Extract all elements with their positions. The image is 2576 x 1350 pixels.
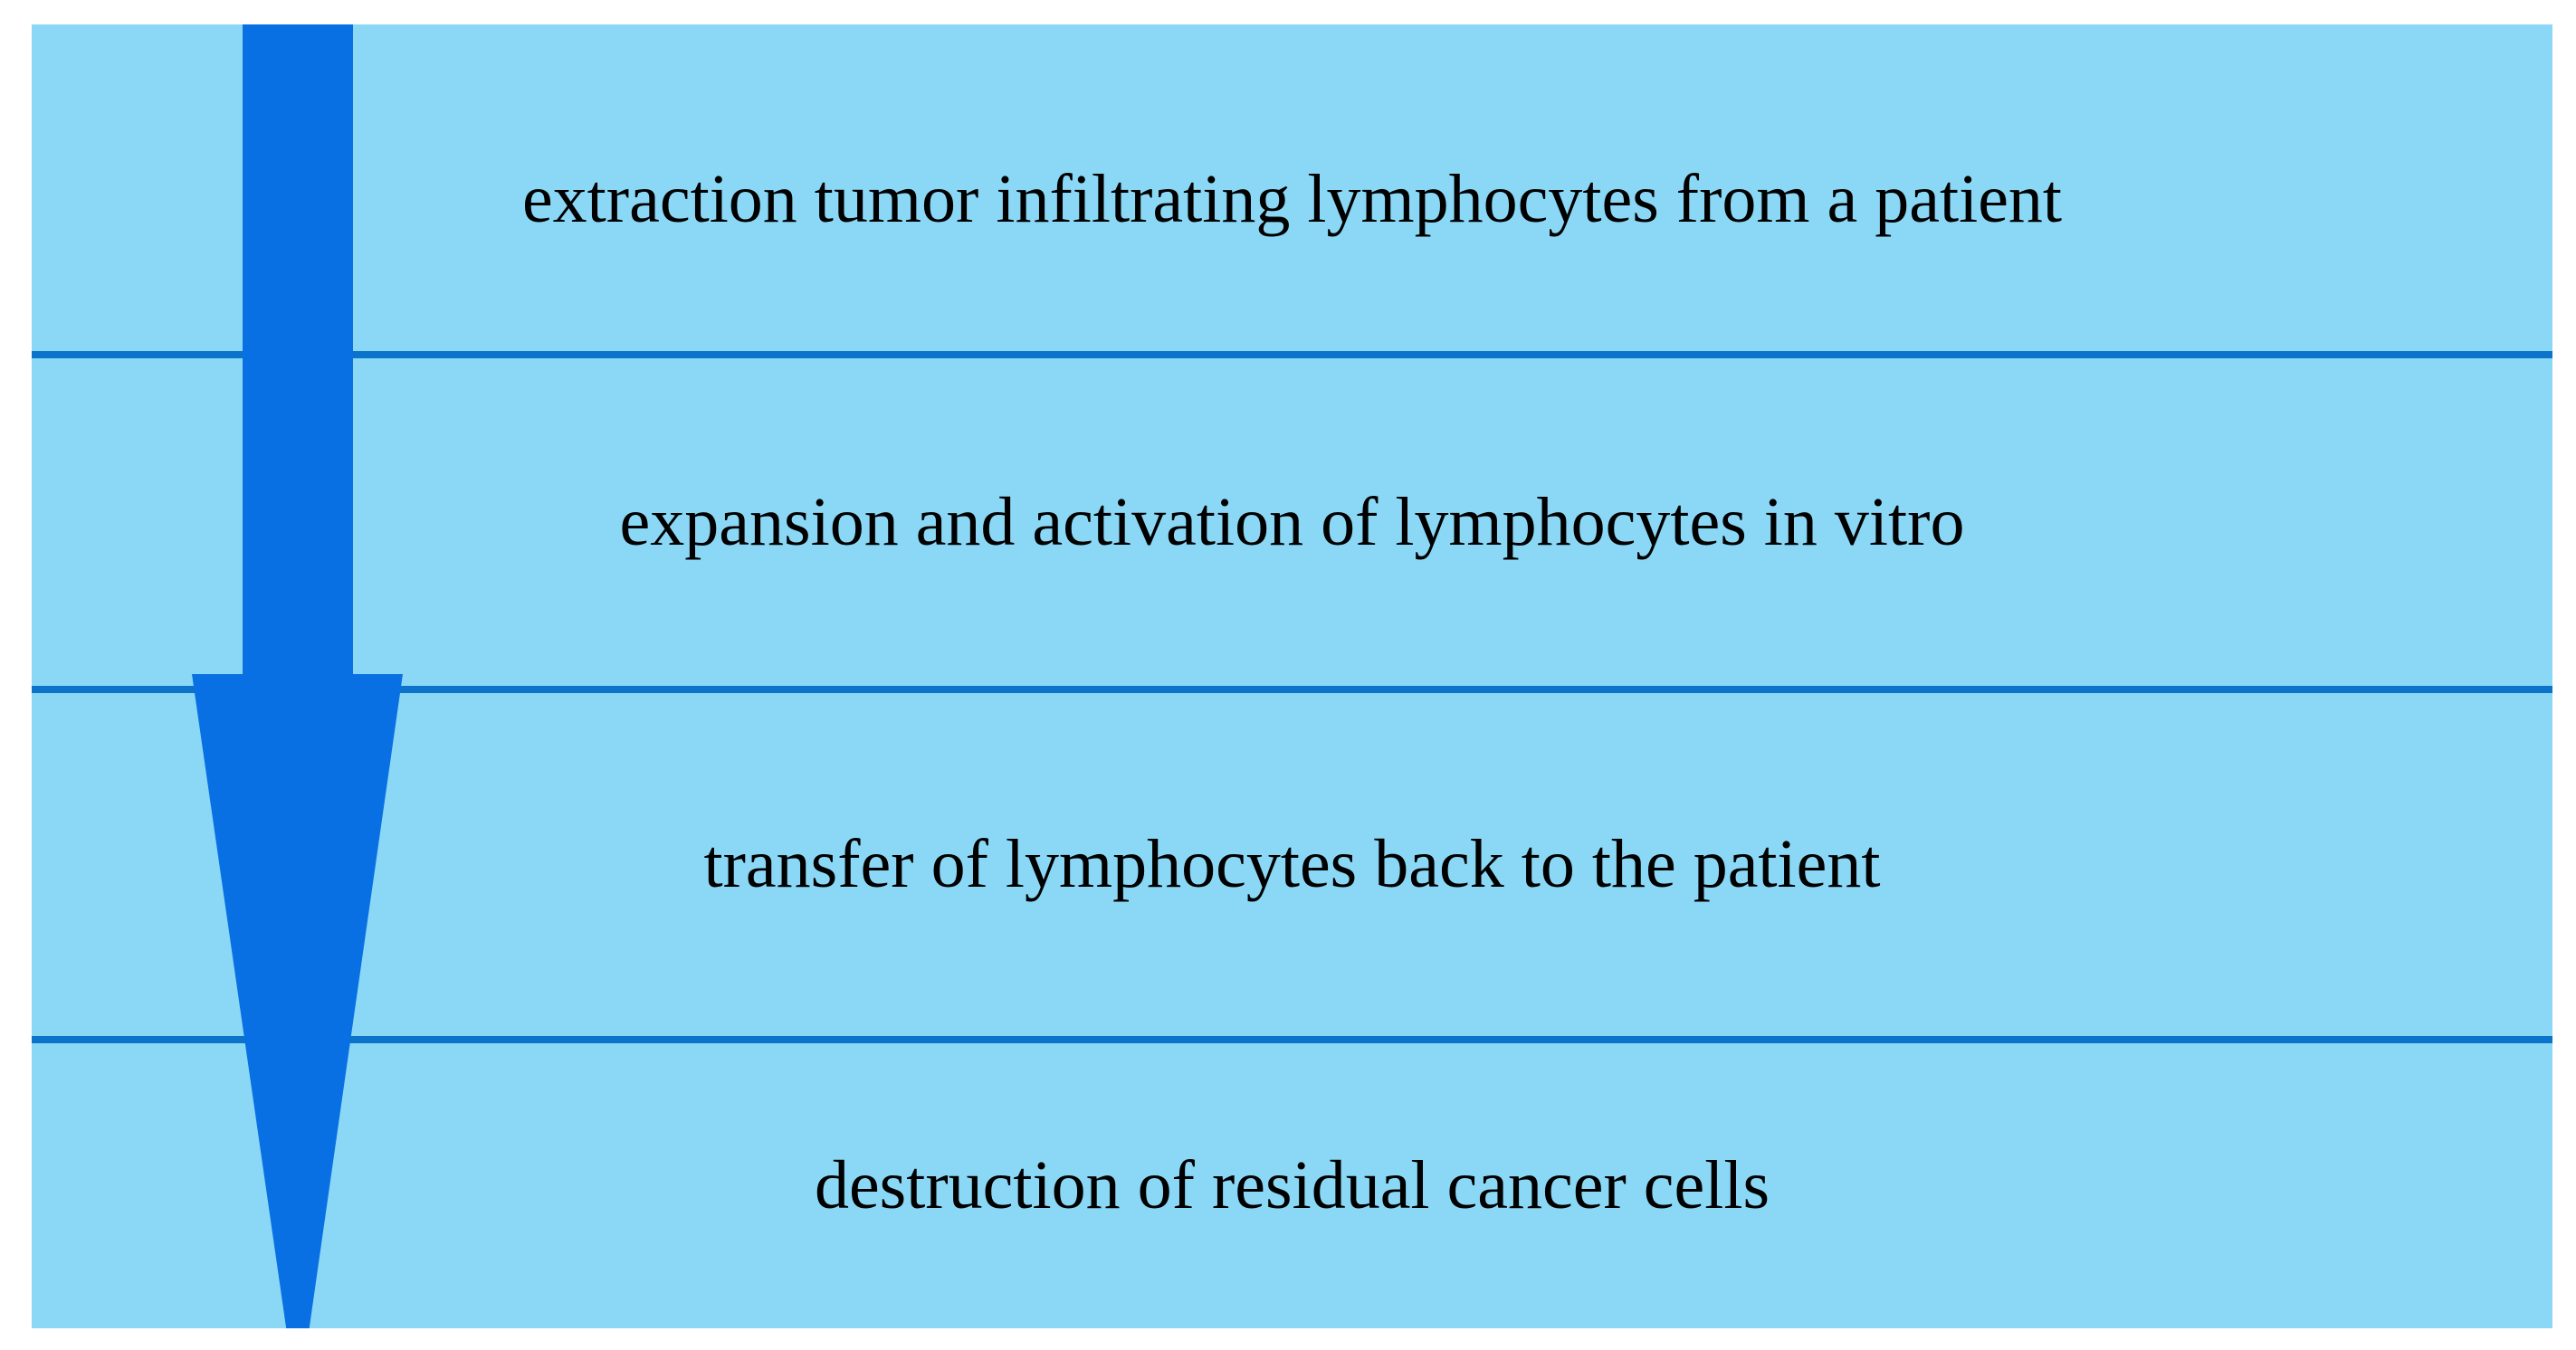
flow-step-1-label: extraction tumor infiltrating lymphocyte…: [521, 161, 2063, 237]
flow-step-2: expansion and activation of lymphocytes …: [32, 358, 2552, 693]
flow-step-1: extraction tumor infiltrating lymphocyte…: [32, 24, 2552, 358]
flow-step-2-label: expansion and activation of lymphocytes …: [619, 483, 1965, 560]
flow-step-3-label: transfer of lymphocytes back to the pati…: [703, 826, 1881, 902]
diagram-panel: extraction tumor infiltrating lymphocyte…: [32, 24, 2552, 1328]
flow-step-3: transfer of lymphocytes back to the pati…: [32, 693, 2552, 1043]
flow-step-4-label: destruction of residual cancer cells: [814, 1147, 1770, 1223]
flow-step-4: destruction of residual cancer cells: [32, 1043, 2552, 1328]
